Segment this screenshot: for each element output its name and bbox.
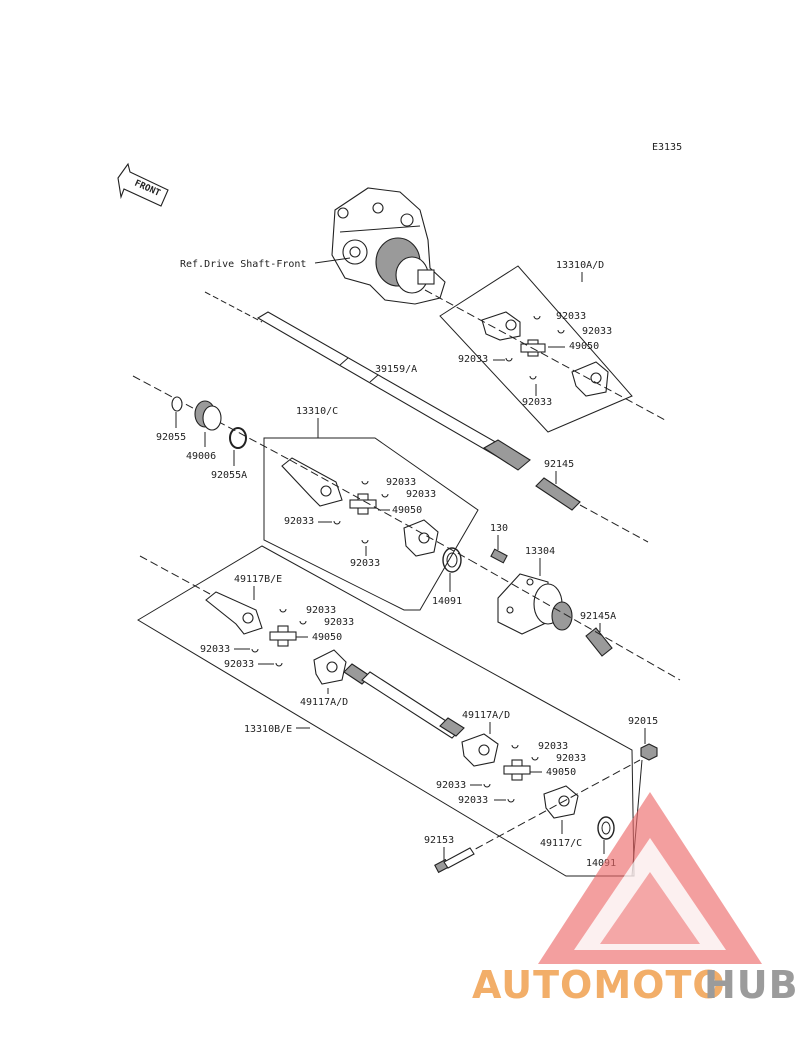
label-92033-b4: 92033 (224, 659, 254, 670)
label-14091-a: 14091 (432, 596, 462, 607)
label-13310b-e: 13310B/E (244, 724, 292, 735)
differential-housing (331, 187, 446, 305)
label-92033-a2: 92033 (582, 326, 612, 337)
propeller-shaft (343, 663, 465, 739)
label-14091-b: 14091 (586, 858, 616, 869)
label-49050-d: 49050 (546, 767, 576, 778)
label-92153: 92153 (424, 835, 454, 846)
label-92033-a3: 92033 (458, 354, 488, 365)
yoke-49117a-2 (461, 733, 499, 767)
nut-92015 (640, 743, 658, 761)
label-49117c: 49117/C (540, 838, 582, 849)
group-box-13310b-e (137, 545, 635, 877)
yoke-13310c-2 (403, 519, 439, 557)
housing-13304 (497, 573, 573, 635)
label-92033-d2: 92033 (556, 753, 586, 764)
yoke-49117c (543, 785, 579, 819)
label-92145a: 92145A (580, 611, 616, 622)
yoke-49117a-1 (313, 649, 347, 685)
label-92033-d4: 92033 (458, 795, 488, 806)
label-49117b-e: 49117B/E (234, 574, 282, 585)
bolt-130 (490, 548, 508, 564)
ref-drive-shaft-front-label: Ref.Drive Shaft-Front (180, 259, 306, 270)
watermark-text-automoto: AUTOMOTO (472, 963, 726, 1007)
label-92033-c2: 92033 (406, 489, 436, 500)
label-92033-d1: 92033 (538, 741, 568, 752)
label-49117a-d-1: 49117A/D (300, 697, 348, 708)
label-92033-a4: 92033 (522, 397, 552, 408)
spider-49050-c (349, 493, 377, 515)
bolt-92153 (434, 759, 641, 874)
yoke-13310a (481, 311, 521, 341)
label-92033-c3: 92033 (284, 516, 314, 527)
spider-49050-d (503, 759, 531, 781)
label-92055a: 92055A (211, 470, 247, 481)
label-49050-a: 49050 (569, 341, 599, 352)
group-box-13310a-d (439, 265, 633, 433)
label-92145: 92145 (544, 459, 574, 470)
label-92015: 92015 (628, 716, 658, 727)
spring-92145 (535, 477, 649, 543)
yoke-13310c (281, 457, 343, 507)
label-49050-c: 49050 (392, 505, 422, 516)
watermark-text-hub: HUB (704, 963, 799, 1007)
label-92033-a1: 92033 (556, 311, 586, 322)
seal-49006 (194, 400, 222, 431)
label-13304: 13304 (525, 546, 555, 557)
watermark-triangle-logo (538, 792, 762, 964)
label-13310c: 13310/C (296, 406, 338, 417)
o-ring-92055a (229, 427, 247, 449)
group-box-13310c (263, 437, 479, 611)
label-130: 130 (490, 523, 508, 534)
label-92033-b2: 92033 (324, 617, 354, 628)
yoke-49117b (205, 591, 263, 635)
front-arrow-icon: FRONT (117, 162, 169, 207)
washer-14091-b (597, 816, 615, 840)
spring-92145a (585, 627, 613, 657)
label-13310a-d: 13310A/D (556, 260, 604, 271)
o-ring-92055 (171, 396, 183, 412)
label-92033-b3: 92033 (200, 644, 230, 655)
label-92033-c1: 92033 (386, 477, 416, 488)
label-49050-b: 49050 (312, 632, 342, 643)
label-92033-b1: 92033 (306, 605, 336, 616)
label-49006: 49006 (186, 451, 216, 462)
label-92033-c4: 92033 (350, 558, 380, 569)
automotohub-watermark: AUTOMOTO HUB (472, 792, 799, 1007)
label-92055: 92055 (156, 432, 186, 443)
label-39159a: 39159/A (375, 364, 417, 375)
diagram-code: E3135 (652, 142, 682, 153)
label-92033-d3: 92033 (436, 780, 466, 791)
spider-49050-b (269, 625, 297, 647)
drive-shaft-39159a (204, 291, 531, 471)
label-49117a-d-2: 49117A/D (462, 710, 510, 721)
washer-14091-a (442, 547, 462, 573)
